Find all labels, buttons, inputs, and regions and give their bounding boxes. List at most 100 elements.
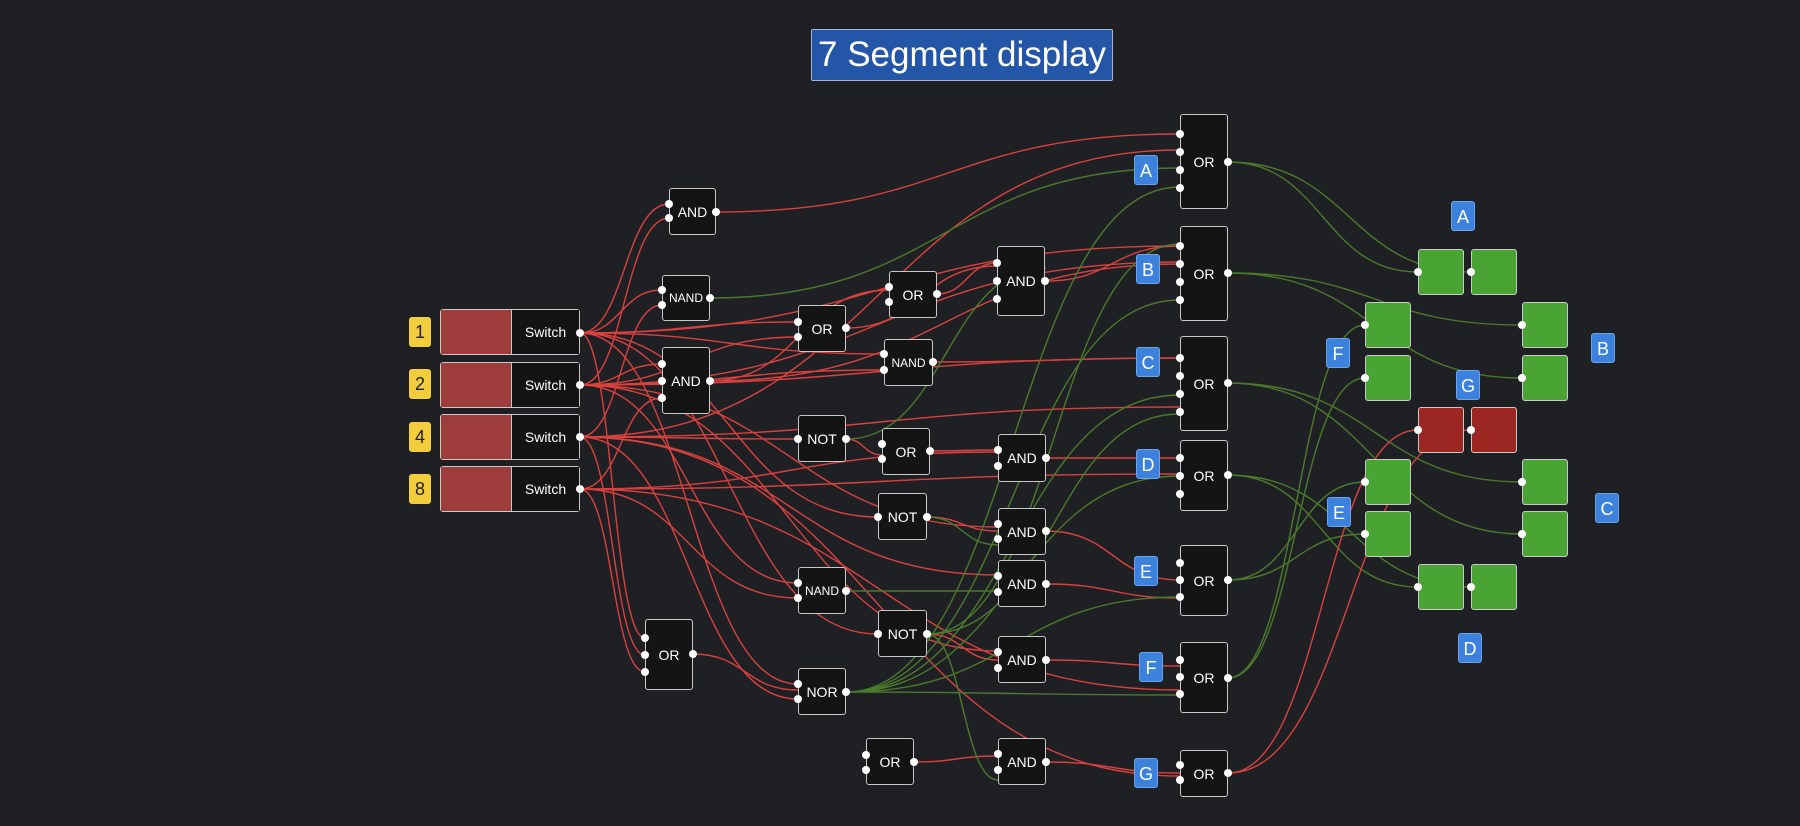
connection-pin[interactable] (1414, 268, 1422, 276)
connection-pin[interactable] (706, 294, 714, 302)
gate-or-2[interactable]: OR (798, 305, 846, 352)
connection-pin[interactable] (880, 350, 888, 358)
connection-pin[interactable] (842, 435, 850, 443)
connection-pin[interactable] (1176, 776, 1184, 784)
gate-and-8[interactable]: AND (998, 738, 1046, 785)
connection-pin[interactable] (993, 277, 1001, 285)
connection-pin[interactable] (878, 440, 886, 448)
connection-pin[interactable] (926, 447, 934, 455)
connection-pin[interactable] (994, 648, 1002, 656)
connection-pin[interactable] (880, 366, 888, 374)
connection-pin[interactable] (1176, 296, 1184, 304)
gate-or-output-e[interactable]: OR (1180, 545, 1228, 616)
connection-pin[interactable] (1176, 490, 1184, 498)
connection-pin[interactable] (994, 750, 1002, 758)
gate-or-4[interactable]: OR (882, 428, 930, 475)
connection-pin[interactable] (1176, 656, 1184, 664)
connection-pin[interactable] (1467, 583, 1475, 591)
connection-pin[interactable] (658, 377, 666, 385)
connection-pin[interactable] (994, 446, 1002, 454)
connection-pin[interactable] (1176, 166, 1184, 174)
connection-pin[interactable] (794, 680, 802, 688)
connection-pin[interactable] (1042, 527, 1050, 535)
connection-pin[interactable] (1176, 354, 1184, 362)
connection-pin[interactable] (994, 588, 1002, 596)
connection-pin[interactable] (658, 360, 666, 368)
connection-pin[interactable] (665, 200, 673, 208)
connection-pin[interactable] (641, 651, 649, 659)
connection-pin[interactable] (641, 668, 649, 676)
connection-pin[interactable] (1176, 148, 1184, 156)
connection-pin[interactable] (1176, 690, 1184, 698)
connection-pin[interactable] (874, 630, 882, 638)
connection-pin[interactable] (1176, 278, 1184, 286)
connection-pin[interactable] (641, 634, 649, 642)
connection-pin[interactable] (878, 455, 886, 463)
connection-pin[interactable] (1176, 454, 1184, 462)
connection-pin[interactable] (689, 650, 697, 658)
connection-pin[interactable] (1518, 478, 1526, 486)
connection-pin[interactable] (1361, 374, 1369, 382)
connection-pin[interactable] (994, 572, 1002, 580)
connection-pin[interactable] (910, 758, 918, 766)
connection-pin[interactable] (576, 433, 584, 441)
connection-pin[interactable] (994, 462, 1002, 470)
connection-pin[interactable] (576, 485, 584, 493)
connection-pin[interactable] (658, 394, 666, 402)
connection-pin[interactable] (1176, 260, 1184, 268)
connection-pin[interactable] (1224, 769, 1232, 777)
connection-pin[interactable] (1176, 673, 1184, 681)
gate-or-output-f[interactable]: OR (1180, 642, 1228, 713)
connection-pin[interactable] (794, 435, 802, 443)
connection-pin[interactable] (1176, 472, 1184, 480)
connection-pin[interactable] (1467, 426, 1475, 434)
gate-or-output-c[interactable]: OR (1180, 336, 1228, 431)
gate-not-3[interactable]: NOT (878, 610, 927, 657)
gate-or-low[interactable]: OR (645, 619, 693, 690)
connection-pin[interactable] (1176, 559, 1184, 567)
connection-pin[interactable] (1041, 277, 1049, 285)
connection-pin[interactable] (706, 377, 714, 385)
connection-pin[interactable] (929, 358, 937, 366)
connection-pin[interactable] (1176, 761, 1184, 769)
gate-and-4[interactable]: AND (998, 434, 1046, 482)
connection-pin[interactable] (1224, 269, 1232, 277)
connection-pin[interactable] (933, 290, 941, 298)
connection-pin[interactable] (923, 630, 931, 638)
gate-nand-3[interactable]: NAND (884, 339, 933, 386)
connection-pin[interactable] (794, 333, 802, 341)
connection-pin[interactable] (994, 535, 1002, 543)
connection-pin[interactable] (576, 329, 584, 337)
gate-or-output-b[interactable]: OR (1180, 226, 1228, 321)
connection-pin[interactable] (1361, 530, 1369, 538)
connection-pin[interactable] (842, 324, 850, 332)
connection-pin[interactable] (993, 259, 1001, 267)
gate-and-1[interactable]: AND (669, 188, 716, 235)
gate-not-1[interactable]: NOT (798, 415, 846, 462)
connection-pin[interactable] (885, 283, 893, 291)
connection-pin[interactable] (576, 381, 584, 389)
switch-2[interactable]: Switch (440, 362, 580, 408)
gate-and-3[interactable]: AND (997, 246, 1045, 316)
gate-nand-2[interactable]: NAND (798, 567, 846, 614)
switch-8[interactable]: Switch (440, 466, 580, 512)
connection-pin[interactable] (794, 318, 802, 326)
connection-pin[interactable] (712, 208, 720, 216)
connection-pin[interactable] (1042, 758, 1050, 766)
connection-pin[interactable] (665, 214, 673, 222)
connection-pin[interactable] (1176, 390, 1184, 398)
gate-or-output-d[interactable]: OR (1180, 440, 1228, 511)
connection-pin[interactable] (994, 766, 1002, 774)
connection-pin[interactable] (1176, 593, 1184, 601)
connection-pin[interactable] (1518, 321, 1526, 329)
connection-pin[interactable] (1042, 656, 1050, 664)
connection-pin[interactable] (658, 301, 666, 309)
gate-and-2[interactable]: AND (662, 347, 710, 414)
connection-pin[interactable] (874, 513, 882, 521)
gate-nor[interactable]: NOR (798, 668, 846, 715)
connection-pin[interactable] (862, 751, 870, 759)
connection-pin[interactable] (842, 587, 850, 595)
connection-pin[interactable] (1414, 583, 1422, 591)
connection-pin[interactable] (1467, 268, 1475, 276)
connection-pin[interactable] (1176, 242, 1184, 250)
